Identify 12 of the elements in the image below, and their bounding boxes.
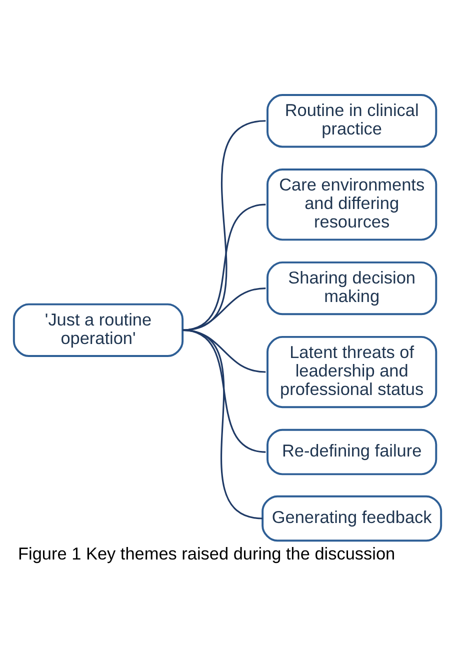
node-box: Routine in clinical practice (266, 94, 437, 148)
connector (182, 288, 266, 331)
node-box: Sharing decision making (266, 261, 437, 316)
node-box: Generating feedback (261, 495, 442, 542)
node-box: Re-defining failure (266, 428, 437, 476)
node-box: 'Just a routine operation' (12, 303, 184, 357)
caption: Figure 1 Key themes raised during the discussion (18, 543, 395, 564)
connector (182, 329, 262, 520)
connector (182, 120, 266, 331)
connector (182, 204, 266, 331)
node-box: Latent threats of leadership and professional status (266, 336, 437, 408)
node-box: Care environments and differing resources (266, 168, 437, 241)
